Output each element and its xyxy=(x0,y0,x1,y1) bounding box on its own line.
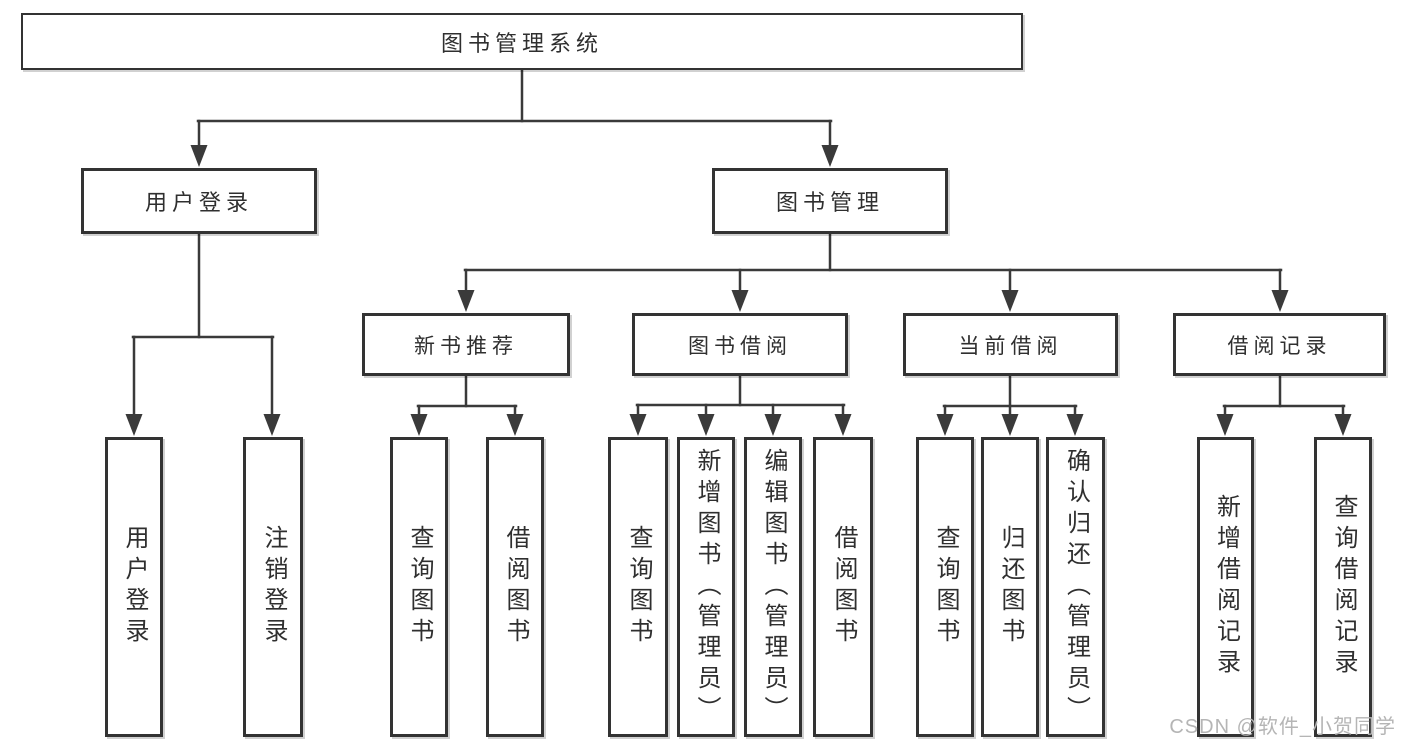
node-label: 注销登录 xyxy=(260,525,287,649)
node-library-system: 图书管理系统 xyxy=(21,13,1023,70)
node-user-login: 用户登录 xyxy=(81,168,317,234)
node-label: 图书管理 xyxy=(775,190,884,215)
node-label: 新增图书（管理员） xyxy=(693,447,720,727)
node-label: 借阅图书 xyxy=(830,525,857,649)
node-query-books-borrowing: 查询图书 xyxy=(608,437,668,737)
node-label: 当前借阅 xyxy=(958,334,1063,358)
node-label: 归还图书 xyxy=(997,525,1024,649)
node-label: 用户登录 xyxy=(121,525,148,649)
node-label: 新增借阅记录 xyxy=(1212,494,1240,680)
node-return-books: 归还图书 xyxy=(981,437,1039,737)
node-label: 图书借阅 xyxy=(688,334,792,358)
node-book-management: 图书管理 xyxy=(712,168,948,234)
node-logout-leaf: 注销登录 xyxy=(243,437,303,737)
node-label: 用户登录 xyxy=(144,190,253,215)
node-borrow-books-recommend: 借阅图书 xyxy=(486,437,544,737)
node-borrowing-records: 借阅记录 xyxy=(1173,313,1386,376)
node-add-books-admin: 新增图书（管理员） xyxy=(677,437,735,737)
node-new-book-recommend: 新书推荐 xyxy=(362,313,570,376)
node-query-books-recommend: 查询图书 xyxy=(390,437,448,737)
node-label: 确认归还（管理员） xyxy=(1062,447,1090,727)
node-edit-books-admin: 编辑图书（管理员） xyxy=(744,437,802,737)
node-label: 查询图书 xyxy=(625,525,652,649)
node-label: 查询图书 xyxy=(932,525,959,649)
node-label: 查询借阅记录 xyxy=(1330,494,1357,680)
node-book-borrowing: 图书借阅 xyxy=(632,313,848,376)
node-label: 图书管理系统 xyxy=(440,30,603,56)
node-query-books-current: 查询图书 xyxy=(916,437,974,737)
node-confirm-return-admin: 确认归还（管理员） xyxy=(1046,437,1105,737)
node-add-borrow-record: 新增借阅记录 xyxy=(1197,437,1254,737)
node-current-borrowing: 当前借阅 xyxy=(903,313,1118,376)
node-label: 借阅图书 xyxy=(502,525,529,649)
node-user-login-leaf: 用户登录 xyxy=(105,437,163,737)
node-label: 查询图书 xyxy=(406,525,433,649)
node-label: 借阅记录 xyxy=(1227,334,1332,358)
node-query-borrow-record: 查询借阅记录 xyxy=(1314,437,1372,737)
csdn-watermark: CSDN @软件_小贺同学 xyxy=(1169,716,1396,738)
node-label: 编辑图书（管理员） xyxy=(760,447,787,727)
node-label: 新书推荐 xyxy=(414,334,518,358)
node-borrow-books-borrowing: 借阅图书 xyxy=(813,437,873,737)
